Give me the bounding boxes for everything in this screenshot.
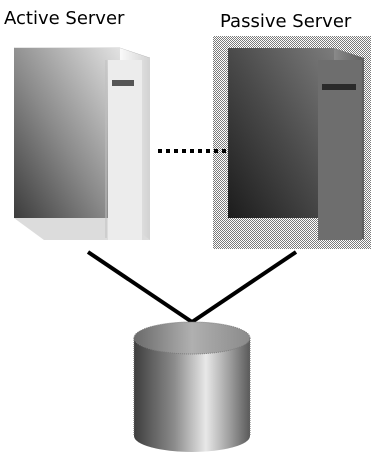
active-to-storage-link xyxy=(86,250,194,324)
passive-to-storage-link xyxy=(190,250,298,324)
shared-storage-icon xyxy=(133,321,251,452)
passive-server-icon xyxy=(228,48,364,240)
active-server-icon xyxy=(13,47,151,240)
passive-server-label: Passive Server xyxy=(220,11,352,32)
active-server-label: Active Server xyxy=(4,8,125,29)
